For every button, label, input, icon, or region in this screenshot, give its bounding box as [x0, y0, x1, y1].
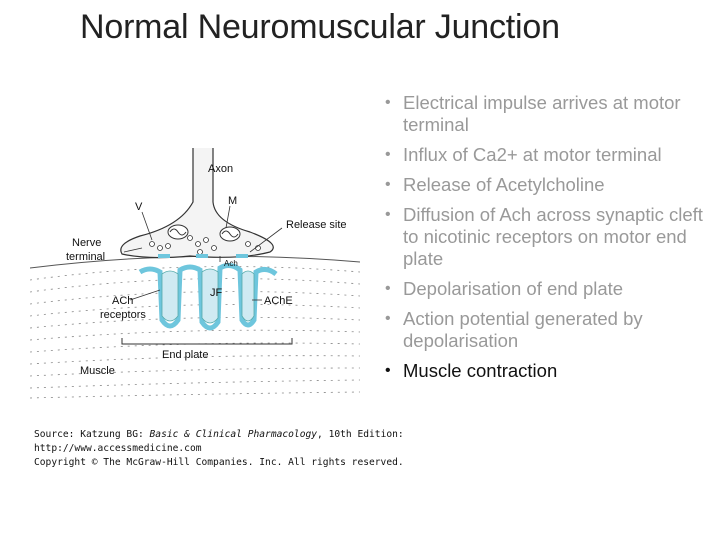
copyright-line: Copyright © The McGraw-Hill Companies. I…: [34, 457, 404, 468]
muscle-fibers: [30, 266, 360, 399]
nerve-terminal: [120, 148, 274, 259]
bullet-dot-icon: •: [385, 280, 391, 297]
neuromuscular-junction-diagram: Axon V M Release site Nerve terminal Ach…: [30, 140, 360, 402]
release-site-label: Release site: [286, 219, 347, 231]
bullet-text: Action potential generated by depolarisa…: [403, 308, 643, 351]
bullet-dot-icon: •: [385, 146, 391, 163]
source-url[interactable]: http://www.accessmedicine.com: [34, 443, 202, 454]
bullet-dot-icon: •: [385, 206, 391, 223]
bullet-text: Diffusion of Ach across synaptic cleft t…: [403, 204, 703, 269]
bullet-text: Electrical impulse arrives at motor term…: [403, 92, 681, 135]
nerve-terminal-label-line1: Nerve: [72, 237, 101, 249]
vesicle-label: V: [135, 201, 143, 213]
ache-label: AChE: [264, 295, 293, 307]
junctional-fold-label: JF: [210, 287, 223, 299]
bullet-text: Influx of Ca2+ at motor terminal: [403, 144, 662, 165]
bullet-item: • Influx of Ca2+ at motor terminal: [383, 144, 723, 166]
bullet-dot-icon: •: [385, 362, 391, 379]
bullet-item: • Muscle contraction: [383, 360, 723, 382]
source-line-1: Source: Katzung BG: Basic & Clinical Pha…: [34, 429, 404, 440]
bullet-item: • Action potential generated by depolaris…: [383, 308, 723, 352]
bullet-item: • Diffusion of Ach across synaptic cleft …: [383, 204, 723, 270]
junctional-folds: [138, 262, 278, 331]
bullet-item: • Release of Acetylcholine: [383, 174, 723, 196]
ach-receptors-label-line2: receptors: [100, 309, 146, 321]
nerve-terminal-label-line2: terminal: [66, 251, 105, 263]
muscle-label: Muscle: [80, 365, 115, 377]
mitochondria-label: M: [228, 195, 237, 207]
bullet-text: Depolarisation of end plate: [403, 278, 624, 299]
bullet-dot-icon: •: [385, 94, 391, 111]
ach-arrow-label: Ach: [224, 259, 238, 268]
bullet-text: Muscle contraction: [403, 360, 558, 381]
bullet-dot-icon: •: [385, 310, 391, 327]
bullet-text: Release of Acetylcholine: [403, 174, 605, 195]
end-plate-label: End plate: [162, 349, 208, 361]
figure-source: Source: Katzung BG: Basic & Clinical Pha…: [34, 428, 404, 470]
bullet-item: • Electrical impulse arrives at motor ter…: [383, 92, 723, 136]
bullet-item: • Depolarisation of end plate: [383, 278, 723, 300]
bullet-list: • Electrical impulse arrives at motor ter…: [383, 92, 723, 390]
slide-title: Normal Neuromuscular Junction: [80, 8, 560, 46]
bullet-dot-icon: •: [385, 176, 391, 193]
ach-receptors-label-line1: ACh: [112, 295, 133, 307]
axon-label: Axon: [208, 163, 233, 175]
